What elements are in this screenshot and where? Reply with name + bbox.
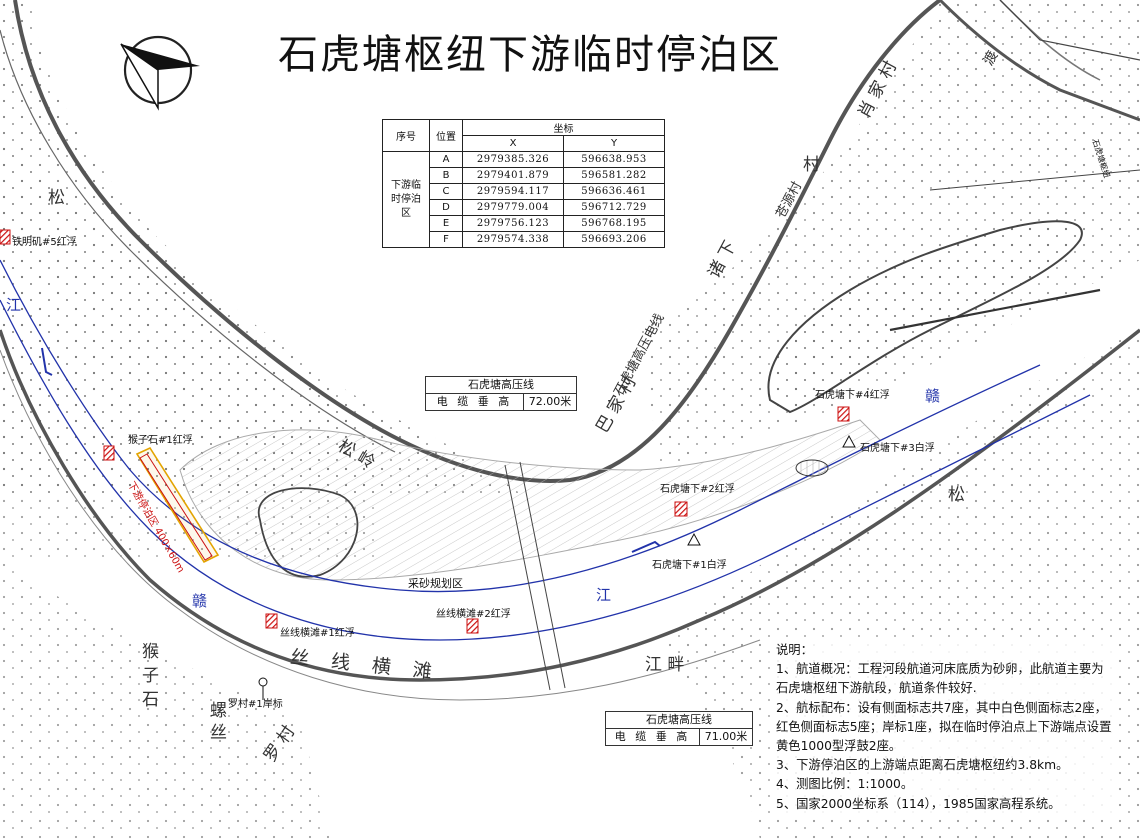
- buoy-label: 石虎塘下#2红浮: [660, 484, 735, 495]
- buoy-label: 铁明矶#5红浮: [12, 237, 77, 248]
- buoy-label: 石虎塘下#1白浮: [652, 560, 727, 571]
- row-x: 2979756.123: [462, 215, 564, 232]
- notes-line: 5、国家2000坐标系（114），1985国家高程系统。: [776, 796, 1061, 811]
- buoy-label: 猴子石#1红浮: [128, 435, 193, 446]
- cable-plate-title: 石虎塘高压线: [606, 712, 752, 729]
- white-buoy-icon: [842, 434, 856, 448]
- island-right: [767, 220, 1083, 414]
- song-label: 松: [948, 485, 965, 505]
- cable-plate-value: 72.00米: [523, 394, 576, 410]
- group-label: 下游临时停泊区: [382, 151, 430, 248]
- row-y: 596712.729: [563, 199, 665, 216]
- jiang-pan-label: 江 畔: [645, 655, 685, 675]
- red-buoy-icon: [466, 618, 479, 634]
- notes-line: 1、航道概况：工程河段航道河床底质为砂卵，此航道主要为: [776, 662, 1104, 677]
- row-pos: E: [429, 215, 463, 232]
- notes-heading: 说明：: [776, 643, 813, 657]
- buoy-label: 石虎塘下#4红浮: [815, 390, 890, 401]
- notes-line: 3、下游停泊区的上游端点距离石虎塘枢纽约3.8km。: [776, 758, 1069, 773]
- land-right-upper: [640, 0, 1140, 470]
- white-buoy-icon: [687, 532, 701, 546]
- red-buoy-icon: [103, 445, 115, 461]
- row-x: 2979401.879: [462, 167, 564, 184]
- jiang-label: 江: [596, 586, 612, 604]
- buoy-label: 丝线横滩#2红浮: [436, 609, 511, 620]
- gan-label: 赣: [192, 592, 208, 610]
- notes-line: 2、航标配布：设有侧面标志共7座，其中白色侧面标志2座，: [776, 700, 1107, 715]
- red-buoy-icon: [265, 613, 278, 629]
- cun-label: 村: [803, 155, 820, 175]
- row-x: 2979574.338: [462, 231, 564, 248]
- col-coord: 坐标: [462, 119, 665, 136]
- channel-line-north: [0, 259, 1041, 593]
- houzi-label: 猴 子 石: [142, 642, 159, 710]
- sand-area-label: 采砂规划区: [408, 577, 463, 590]
- song-label: 松: [48, 188, 65, 208]
- row-x: 2979779.004: [462, 199, 564, 216]
- cable-plate-2: 石虎塘高压线 电 缆 垂 高 71.00米: [605, 711, 753, 746]
- row-x: 2979594.117: [462, 183, 564, 200]
- row-pos: F: [429, 231, 463, 248]
- row-y: 596693.206: [563, 231, 665, 248]
- notes-line: 4、测图比例：1:1000。: [776, 777, 914, 792]
- row-y: 596636.461: [563, 183, 665, 200]
- cable-plate-label: 电 缆 垂 高: [614, 730, 691, 743]
- buoy-label: 石虎塘下#3白浮: [860, 443, 935, 454]
- notes-line: 石虎塘枢纽下游航段，航道条件较好.: [776, 681, 977, 696]
- row-y: 596581.282: [563, 167, 665, 184]
- cable-plate-value: 71.00米: [699, 729, 752, 745]
- north-arrow-icon: [120, 35, 200, 111]
- buoy-label: 罗村#1岸标: [228, 699, 283, 710]
- row-pos: C: [429, 183, 463, 200]
- channel-line-south: [0, 299, 1091, 641]
- shore-mark-icon: [258, 677, 268, 687]
- notes-line: 黄色1000型浮鼓2座。: [776, 739, 902, 754]
- hv-line-1: [504, 464, 551, 691]
- luozhu-label: 螺 丝: [210, 701, 227, 743]
- notes-line: 红色侧面标志5座；岸标1座，拟在临时停泊点上下游端点设置: [776, 719, 1112, 734]
- red-buoy-icon: [837, 406, 850, 422]
- row-y: 596638.953: [563, 151, 665, 168]
- col-y: Y: [563, 135, 665, 152]
- row-x: 2979385.326: [462, 151, 564, 168]
- map-title: 石虎塘枢纽下游临时停泊区: [278, 32, 782, 78]
- cable-plate-label: 电 缆 垂 高: [436, 395, 513, 408]
- red-buoy-icon: [674, 501, 688, 517]
- berth-area: [135, 446, 220, 564]
- notes-block: 说明： 1、航道概况：工程河段航道河床底质为砂卵，此航道主要为 石虎塘枢纽下游航…: [776, 641, 1116, 814]
- row-pos: B: [429, 167, 463, 184]
- hv-line-2: [519, 461, 566, 689]
- red-buoy-icon: [0, 229, 11, 245]
- coordinate-table: 序号 位置 坐标 X Y 下游临时停泊区 A 2979385.326 59663…: [382, 119, 665, 248]
- gan-label: 赣: [925, 387, 941, 405]
- cable-plate-title: 石虎塘高压线: [426, 377, 576, 394]
- row-pos: A: [429, 151, 463, 168]
- col-x: X: [462, 135, 564, 152]
- row-pos: D: [429, 199, 463, 216]
- south-bank: [0, 328, 1140, 682]
- row-y: 596768.195: [563, 215, 665, 232]
- cable-plate-1: 石虎塘高压线 电 缆 垂 高 72.00米: [425, 376, 577, 411]
- buoy-label: 丝线横滩#1红浮: [280, 628, 355, 639]
- col-pos: 位置: [429, 119, 463, 152]
- jiang-label: 江: [6, 296, 22, 314]
- col-no: 序号: [382, 119, 430, 152]
